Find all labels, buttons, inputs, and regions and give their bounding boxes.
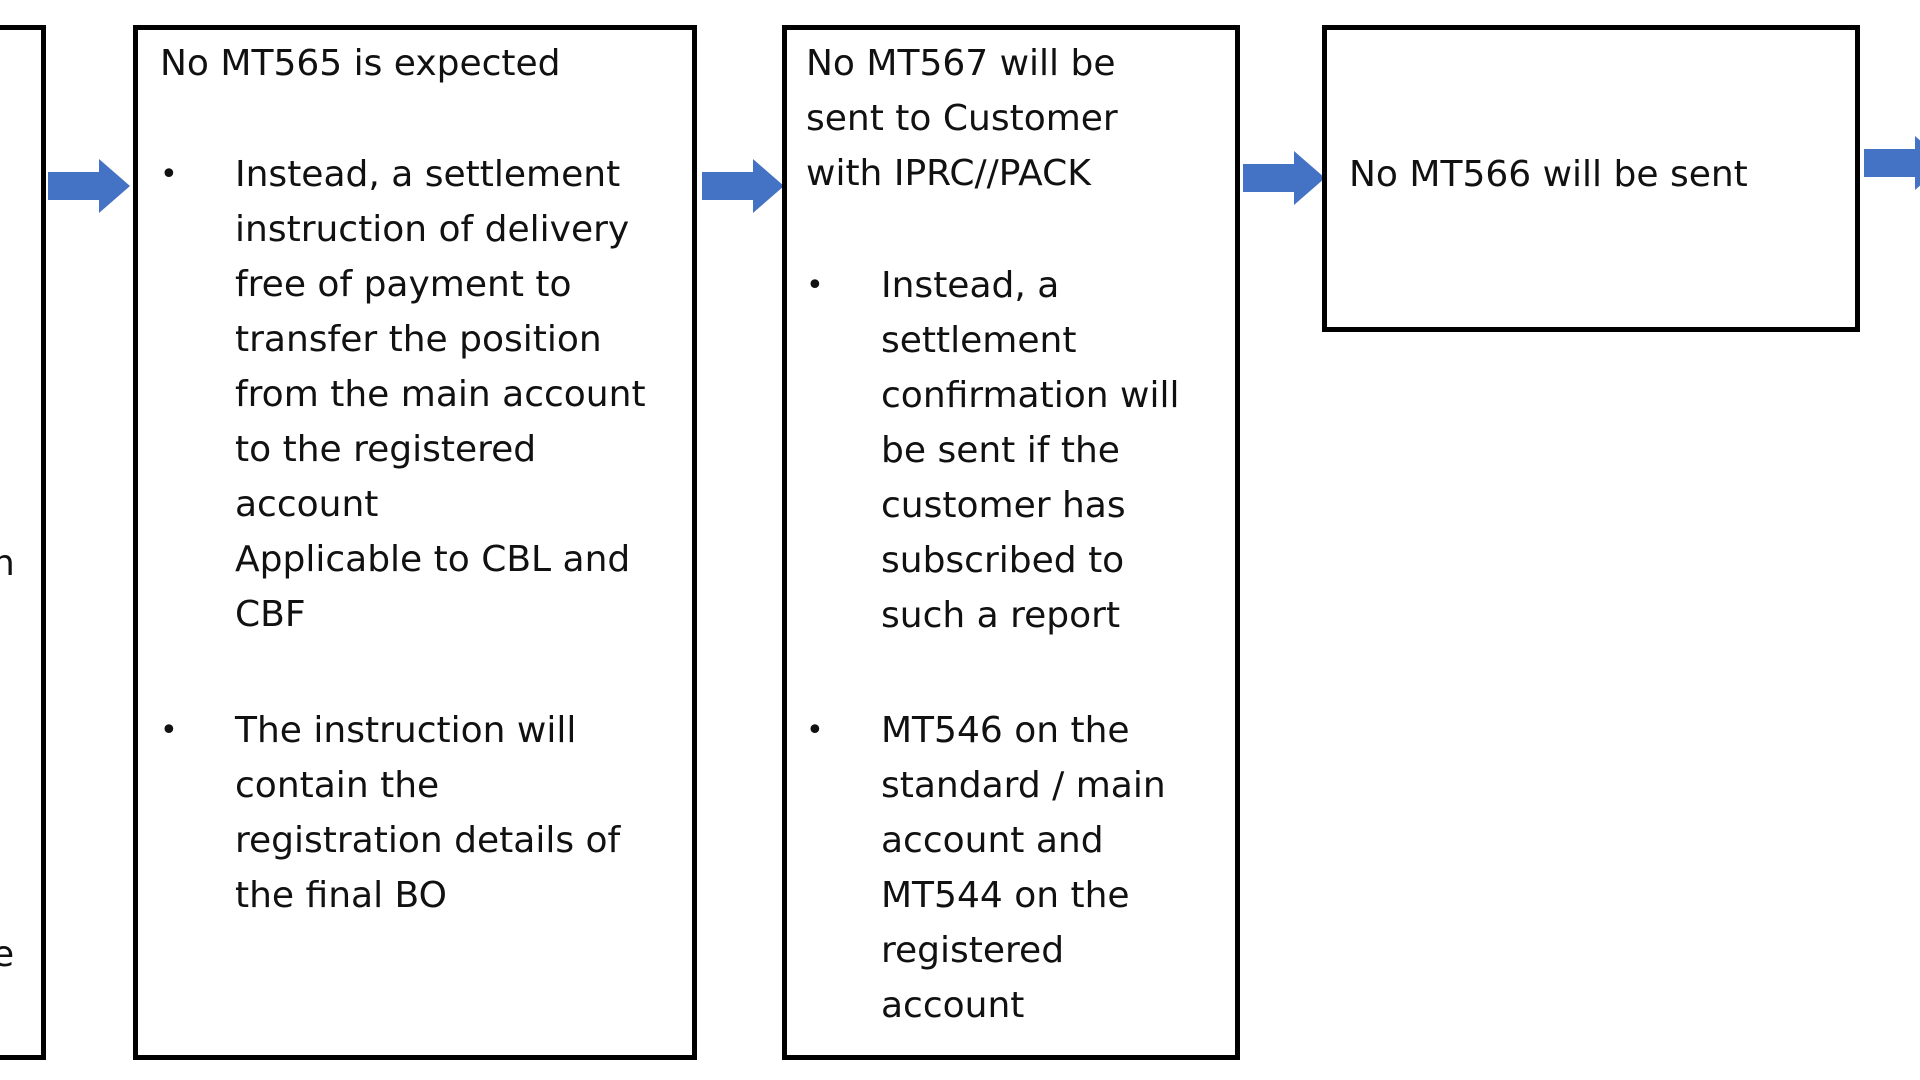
- arrow-right-icon-3: [1243, 151, 1325, 205]
- partial-left-text-e: e: [0, 934, 15, 975]
- arrow-right-icon-1: [48, 159, 130, 213]
- mt566-box: [1322, 25, 1860, 332]
- arrow-right-icon-4: [1864, 136, 1920, 190]
- arrow-shape: [48, 159, 130, 213]
- mt565-heading: No MT565 is expected: [160, 43, 561, 84]
- mt565-bullet-1-text: Instead, a settlement instruction of del…: [235, 154, 646, 635]
- partial-left-text-n: n: [0, 543, 15, 584]
- mt566-heading: No MT566 will be sent: [1349, 154, 1748, 195]
- arrow-right-icon-2: [702, 159, 784, 213]
- arrow-shape: [1864, 136, 1920, 190]
- arrow-shape: [702, 159, 784, 213]
- mt565-bullet-2-text: The instruction will contain the registr…: [235, 710, 621, 916]
- arrow-shape: [1243, 151, 1325, 205]
- mt565-box: [133, 25, 697, 1060]
- mt565-bullet-2-dot: •: [160, 713, 178, 748]
- partial-left-box: [0, 25, 46, 1060]
- mt567-bullet-2-text: MT546 on the standard / main account and…: [881, 710, 1166, 1026]
- mt567-bullet-2-dot: •: [806, 713, 824, 748]
- mt567-bullet-1-text: Instead, a settlement confirmation will …: [881, 265, 1180, 636]
- mt567-bullet-1-dot: •: [806, 268, 824, 303]
- mt567-box: [782, 25, 1240, 1060]
- mt565-bullet-1-dot: •: [160, 157, 178, 192]
- mt567-heading: No MT567 will be sent to Customer with I…: [806, 43, 1118, 194]
